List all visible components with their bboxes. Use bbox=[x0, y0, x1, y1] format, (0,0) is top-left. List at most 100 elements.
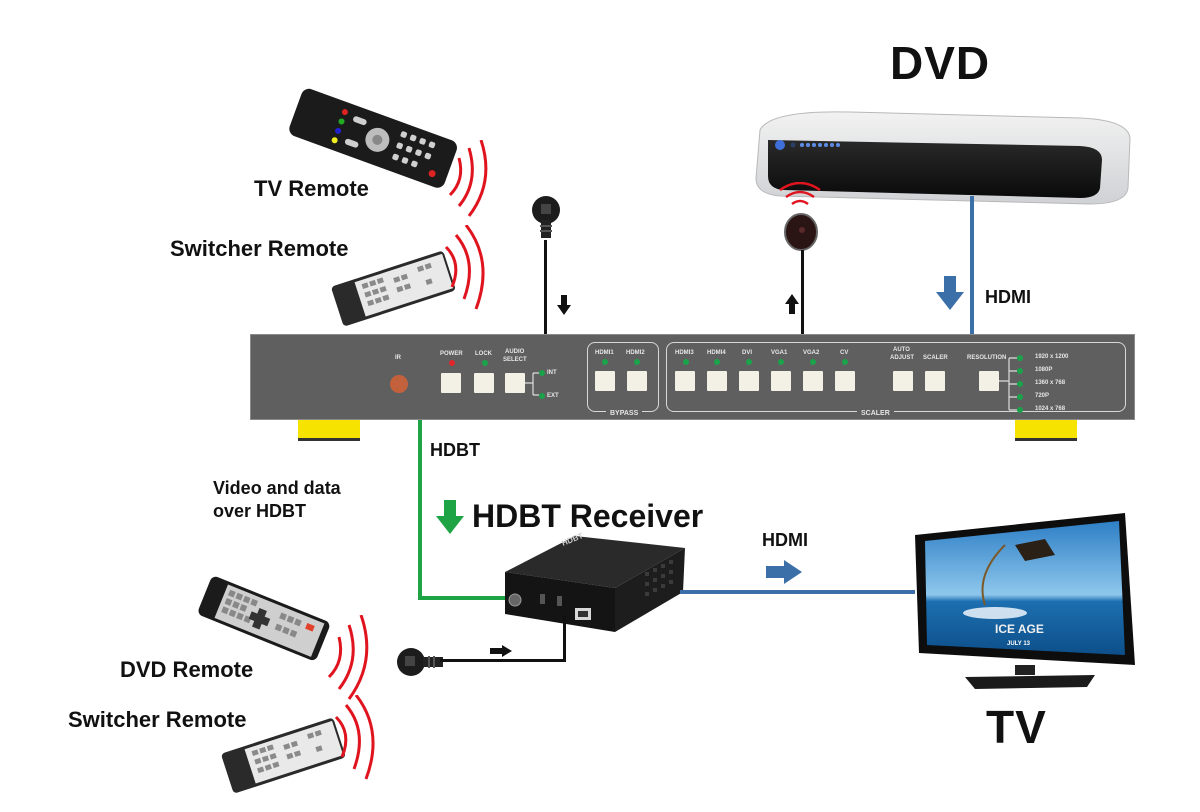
dvd-player bbox=[755, 111, 1131, 205]
hdmi-label-tv: HDMI bbox=[762, 530, 808, 550]
hdbt-receiver-device: HDBT bbox=[505, 531, 685, 632]
ir-sensor bbox=[390, 375, 408, 393]
scaler-cv-button[interactable] bbox=[835, 371, 855, 391]
auto-adjust-button[interactable] bbox=[893, 371, 913, 391]
hdmi-label-dvd: HDMI bbox=[985, 287, 1031, 307]
audio-select-label-1: AUDIO bbox=[505, 349, 525, 355]
audio-select-label-2: SELECT bbox=[503, 357, 527, 363]
scaler-vga1-button[interactable] bbox=[771, 371, 791, 391]
tv-screen-date: JULY 13 bbox=[1007, 641, 1031, 647]
bypass-group: BYPASS bbox=[587, 342, 659, 417]
scaler-button[interactable] bbox=[925, 371, 945, 391]
scaler-input-label: DVI bbox=[742, 350, 753, 356]
ir-signal-tv-remote-icon bbox=[448, 140, 488, 217]
scaler-input-led bbox=[778, 359, 784, 365]
bypass-hdmi1-led bbox=[602, 359, 608, 365]
scaler-vga2-button[interactable] bbox=[803, 371, 823, 391]
scaler-hdmi4-button[interactable] bbox=[707, 371, 727, 391]
arrow-right-icon bbox=[766, 560, 802, 584]
audio-int-label: INT bbox=[547, 370, 557, 376]
hdmi-cable-tv bbox=[680, 590, 915, 594]
ir-emitter-bottom-cable bbox=[440, 659, 565, 662]
hdbt-label: HDBT bbox=[430, 440, 480, 460]
scaler-dvi-button[interactable] bbox=[739, 371, 759, 391]
audio-int-led bbox=[539, 370, 545, 376]
scaler-group-label: SCALER bbox=[857, 410, 894, 417]
scaler-hdmi3-button[interactable] bbox=[675, 371, 695, 391]
arrow-down-icon bbox=[557, 295, 571, 315]
scaler-input-led bbox=[683, 359, 689, 365]
ir-signal-receiver-icon bbox=[779, 182, 821, 206]
bypass-hdmi1-button[interactable] bbox=[595, 371, 615, 391]
ir-emitter-bottom-icon bbox=[397, 648, 443, 676]
arrow-down-green-icon bbox=[436, 500, 464, 534]
hdbt-switcher-panel: IR POWER LOCK AUDIO SELECT INT EXT BYPAS… bbox=[250, 334, 1135, 420]
scaler-input-label: VGA2 bbox=[803, 350, 820, 356]
video-data-label-line2: over HDBT bbox=[213, 501, 307, 521]
scaler-button-label: SCALER bbox=[923, 355, 948, 361]
arrow-right-icon bbox=[490, 645, 512, 657]
dvd-display bbox=[800, 143, 840, 147]
scaler-group: SCALER bbox=[666, 342, 1126, 417]
resolution-option: 720P bbox=[1035, 393, 1050, 399]
scaler-input-led bbox=[810, 359, 816, 365]
resolution-label: RESOLUTION bbox=[967, 355, 1007, 361]
resolution-led bbox=[1017, 355, 1023, 361]
switcher-remote-top-image bbox=[331, 251, 455, 326]
power-label: POWER bbox=[440, 351, 463, 357]
audio-select-bracket bbox=[525, 372, 539, 396]
dvd-remote-label: DVD Remote bbox=[120, 657, 254, 682]
tv-title: TV bbox=[986, 701, 1047, 753]
ir-emitter-top-icon bbox=[532, 196, 560, 238]
resolution-bracket bbox=[999, 357, 1017, 411]
dvd-remote-image bbox=[198, 576, 330, 661]
bypass-input-label: HDMI2 bbox=[626, 350, 645, 356]
resolution-led bbox=[1017, 394, 1023, 400]
tv-screen-title: ICE AGE bbox=[995, 622, 1044, 636]
scaler-input-label: HDMI4 bbox=[707, 350, 726, 356]
bypass-input-label: HDMI1 bbox=[595, 350, 614, 356]
resolution-led bbox=[1017, 407, 1023, 413]
power-button[interactable] bbox=[441, 373, 461, 393]
resolution-button[interactable] bbox=[979, 371, 999, 391]
ir-signal-switcher-remote-top-icon bbox=[444, 225, 485, 310]
switcher-foot-left bbox=[298, 420, 360, 441]
hdbt-cable-vertical bbox=[418, 420, 422, 600]
scaler-input-led bbox=[842, 359, 848, 365]
arrow-down-icon bbox=[936, 276, 964, 310]
bypass-hdmi2-led bbox=[634, 359, 640, 365]
tv-device: ICE AGE JULY 13 bbox=[915, 513, 1135, 689]
audio-ext-led bbox=[539, 393, 545, 399]
resolution-led bbox=[1017, 368, 1023, 374]
switcher-foot-right bbox=[1015, 420, 1077, 441]
dvd-power-icon bbox=[775, 140, 785, 150]
auto-adjust-label-1: AUTO bbox=[893, 347, 910, 353]
bypass-group-label: BYPASS bbox=[606, 410, 643, 417]
hdbt-receiver-title: HDBT Receiver bbox=[472, 498, 704, 534]
lock-label: LOCK bbox=[475, 351, 492, 357]
arrow-up-icon bbox=[785, 294, 799, 314]
ir-emitter-bottom-cable-vertical bbox=[563, 615, 566, 662]
audio-select-button[interactable] bbox=[505, 373, 525, 393]
resolution-option: 1360 x 768 bbox=[1035, 380, 1066, 386]
scaler-input-label: HDMI3 bbox=[675, 350, 694, 356]
lock-button[interactable] bbox=[474, 373, 494, 393]
resolution-option: 1080P bbox=[1035, 367, 1053, 373]
ir-signal-dvd-remote-icon bbox=[327, 615, 369, 700]
scaler-input-led bbox=[746, 359, 752, 365]
scaler-input-led bbox=[714, 359, 720, 365]
resolution-option: 1920 x 1200 bbox=[1035, 354, 1069, 360]
ir-receiver-eye-icon bbox=[784, 213, 818, 251]
power-led bbox=[449, 360, 455, 366]
switcher-remote-top-label: Switcher Remote bbox=[170, 236, 349, 261]
tv-remote-image bbox=[289, 88, 457, 188]
scaler-input-label: CV bbox=[840, 350, 849, 356]
switcher-remote-bottom-image bbox=[221, 718, 345, 793]
ir-emitter-top-cable bbox=[544, 240, 547, 335]
auto-adjust-label-2: ADJUST bbox=[890, 355, 915, 361]
resolution-option: 1024 x 768 bbox=[1035, 406, 1066, 412]
switcher-remote-bottom-label: Switcher Remote bbox=[68, 707, 247, 732]
bypass-hdmi2-button[interactable] bbox=[627, 371, 647, 391]
ir-receiver-cable bbox=[801, 250, 804, 335]
hdbt-cable-horizontal bbox=[418, 596, 508, 600]
